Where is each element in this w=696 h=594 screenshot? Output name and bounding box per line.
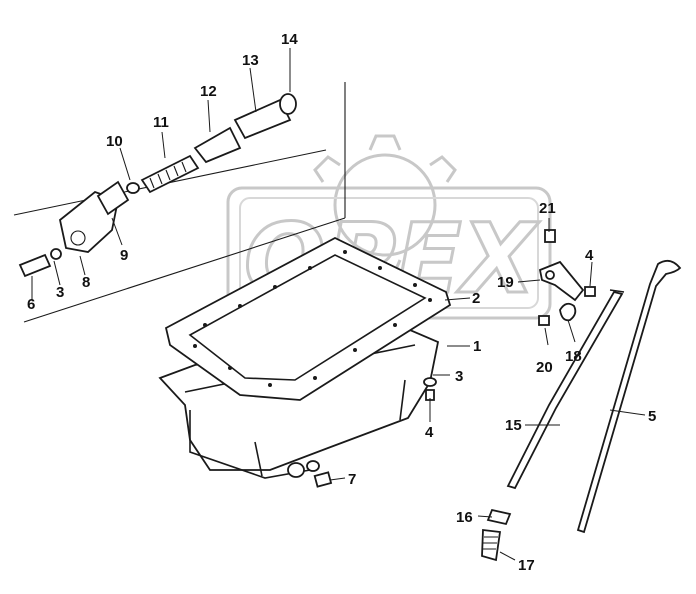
callout-2: 2 [472, 290, 480, 307]
callout-3-pan: 3 [455, 368, 463, 385]
callout-10: 10 [106, 133, 123, 150]
dipstick [576, 259, 682, 534]
callout-14: 14 [281, 31, 298, 48]
callout-3-regulator: 3 [56, 284, 64, 301]
callout-18: 18 [565, 348, 582, 365]
callout-4-bracket: 4 [585, 247, 594, 264]
callout-17: 17 [518, 557, 535, 574]
callout-15: 15 [505, 417, 522, 434]
callout-6: 6 [27, 296, 35, 313]
callout-8: 8 [82, 274, 90, 291]
callout-21: 21 [539, 200, 556, 217]
callout-7: 7 [348, 471, 356, 488]
callout-19: 19 [497, 274, 514, 291]
callout-12: 12 [200, 83, 217, 100]
callout-16: 16 [456, 509, 473, 526]
callout-13: 13 [242, 52, 259, 69]
callout-9: 9 [120, 247, 128, 264]
oil-pan-gasket [164, 236, 452, 401]
callout-20: 20 [536, 359, 553, 376]
dipstick-tube [481, 289, 625, 562]
leader-lines [31, 48, 646, 561]
bracket-assembly [538, 229, 596, 326]
callout-1: 1 [473, 338, 481, 355]
regulator-assembly [18, 93, 297, 278]
callout-5: 5 [648, 408, 656, 425]
callout-4-pan: 4 [425, 424, 434, 441]
watermark-gear [313, 134, 457, 276]
drain-plug [287, 460, 333, 488]
callouts: 1 2 3 3 4 4 5 6 7 8 9 10 11 12 13 14 15 … [27, 31, 656, 574]
callout-11: 11 [153, 114, 169, 131]
pan-washer-bolt [423, 377, 437, 401]
